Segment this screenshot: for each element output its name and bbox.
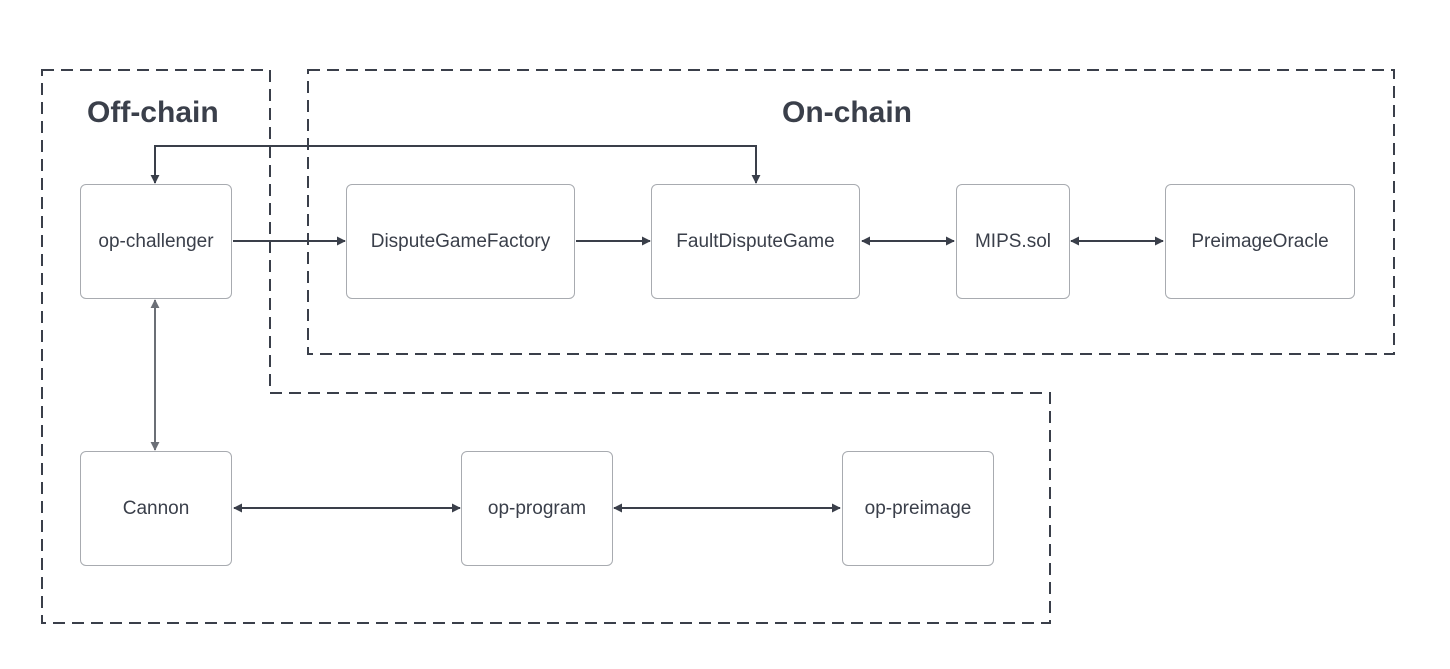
op-program-node[interactable]: op-program: [461, 451, 613, 566]
preimage-oracle-node[interactable]: PreimageOracle: [1165, 184, 1355, 299]
op-challenger-node[interactable]: op-challenger: [80, 184, 232, 299]
mips-sol-node[interactable]: MIPS.sol: [956, 184, 1070, 299]
on-chain-zone-border: [307, 69, 1395, 355]
edge-challenger-faultgame-top: [150, 145, 761, 184]
fault-dispute-game-node[interactable]: FaultDisputeGame: [651, 184, 860, 299]
on-chain-title: On-chain: [782, 96, 913, 129]
off-chain-title: Off-chain: [87, 96, 219, 129]
op-preimage-node[interactable]: op-preimage: [842, 451, 994, 566]
off-chain-zone-border: [41, 69, 1051, 624]
dispute-game-factory-node[interactable]: DisputeGameFactory: [346, 184, 575, 299]
cannon-node[interactable]: Cannon: [80, 451, 232, 566]
